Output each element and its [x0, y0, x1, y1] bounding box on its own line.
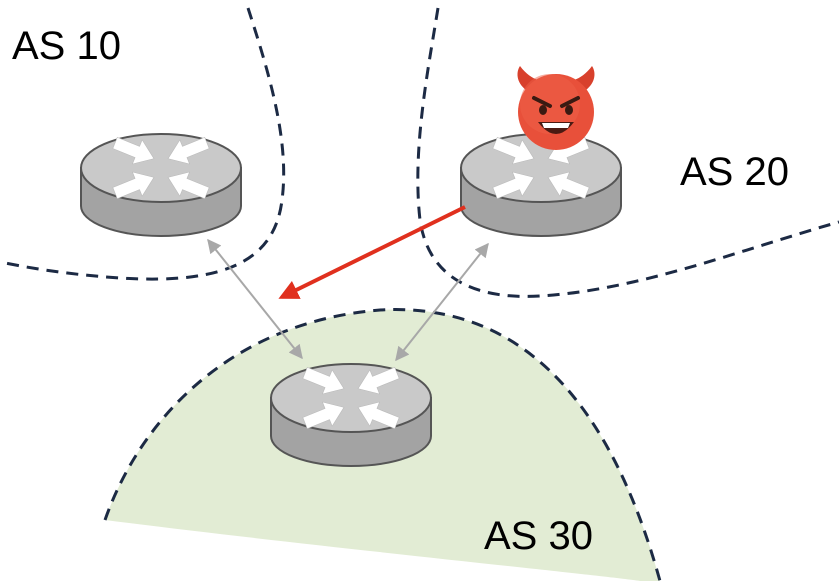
router-as10-icon — [80, 130, 242, 237]
devil-face-icon — [517, 66, 595, 150]
as20-label: AS 20 — [680, 150, 789, 194]
hijack-arrow — [278, 205, 466, 299]
router-as20-icon — [460, 130, 622, 237]
router-as30-icon — [270, 360, 432, 467]
as10-label: AS 10 — [12, 24, 121, 68]
as10-boundary — [0, 7, 286, 281]
link-as20-as30 — [395, 242, 489, 362]
as30-label: AS 30 — [484, 514, 593, 558]
as30-boundary — [103, 308, 662, 581]
link-as10-as30 — [207, 238, 303, 360]
